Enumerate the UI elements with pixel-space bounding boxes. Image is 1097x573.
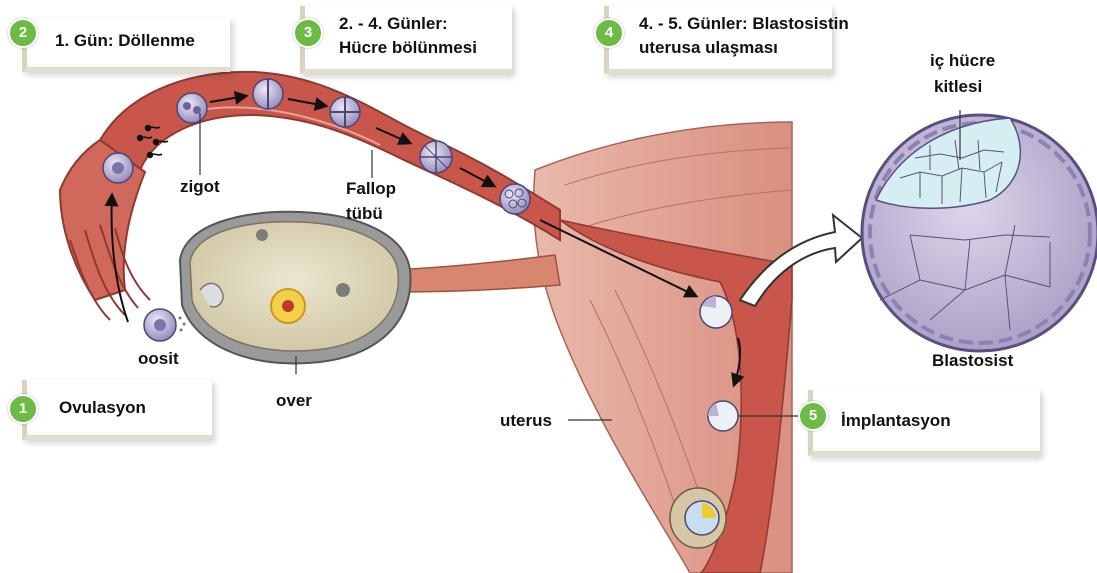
- embedded-embryo: [670, 488, 726, 548]
- step-3-badge: 3: [293, 18, 323, 48]
- ovarian-ligament: [390, 255, 560, 292]
- step-2-text: 1. Gün: Döllenme: [55, 31, 195, 50]
- step-1-badge: 1: [8, 394, 38, 424]
- label-blastosist: Blastosist: [932, 351, 1014, 370]
- label-tubu: tübü: [346, 204, 383, 223]
- step-1-box: Ovulasyon: [22, 380, 212, 440]
- step-3-line1: 2. - 4. Günler:: [339, 12, 512, 36]
- label-oosit: oosit: [138, 349, 179, 368]
- step-3-line2: Hücre bölünmesi: [339, 36, 512, 60]
- blastocyst-in-uterus: [700, 296, 732, 328]
- label-over: over: [276, 391, 312, 410]
- eight-cell-stage: [420, 141, 452, 173]
- label-zigot: zigot: [180, 177, 220, 196]
- label-fallop: Fallop: [346, 179, 396, 198]
- label-uterus: uterus: [500, 411, 552, 430]
- step-5-text: İmplantasyon: [841, 411, 951, 430]
- step-2-box: 1. Gün: Döllenme: [22, 18, 230, 72]
- step-3-box: 2. - 4. Günler: Hücre bölünmesi: [300, 6, 512, 74]
- morula: [500, 184, 530, 214]
- step-1-text: Ovulasyon: [59, 398, 146, 417]
- step-4-line2: uterusa ulaşması: [639, 36, 832, 60]
- step-4-line1: 4. - 5. Günler: Blastosistin: [639, 12, 832, 36]
- label-kitlesi: kitlesi: [934, 77, 982, 96]
- ovary: [180, 212, 410, 364]
- zygote-cell: [177, 93, 207, 123]
- implanting-blastocyst: [708, 401, 738, 431]
- step-4-box: 4. - 5. Günler: Blastosistin uterusa ula…: [604, 6, 832, 74]
- two-cell-stage: [253, 79, 283, 109]
- blastocyst-enlarged: [862, 115, 1097, 351]
- four-cell-stage: [330, 97, 360, 127]
- step-2-badge: 2: [8, 18, 38, 48]
- step-5-box: İmplantasyon: [808, 390, 1040, 456]
- oocyte-released: [144, 309, 186, 341]
- oocyte-in-tube: [103, 153, 133, 183]
- step-5-badge: 5: [798, 401, 828, 431]
- step-4-badge: 4: [594, 18, 624, 48]
- label-ic-hucre: iç hücre: [930, 51, 995, 70]
